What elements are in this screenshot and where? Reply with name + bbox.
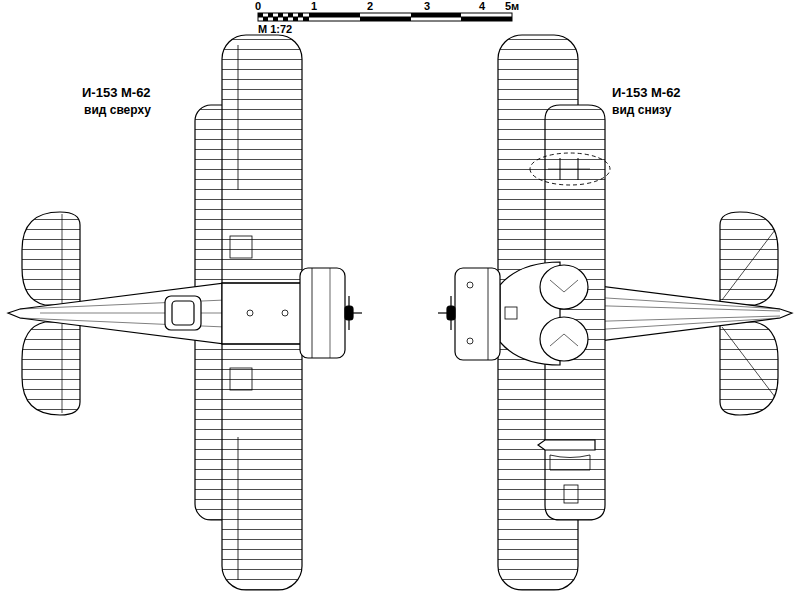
- scale-bar: [258, 13, 512, 21]
- scale-number: 3: [424, 0, 430, 12]
- view-title: И-153 М-62: [82, 86, 151, 100]
- scale-number: 0: [255, 0, 261, 12]
- top-view: [8, 35, 362, 590]
- bottom-view: [438, 35, 792, 590]
- scale-number: 4: [479, 0, 485, 12]
- scale-number: 2: [367, 0, 373, 12]
- scale-ratio: М 1:72: [258, 23, 292, 35]
- view-subtitle: вид сверху: [84, 104, 151, 117]
- view-title: И-153 М-62: [612, 86, 681, 100]
- view-subtitle: вид снизу: [612, 104, 671, 117]
- scale-number: 1: [311, 0, 317, 12]
- scale-number: 5м: [505, 0, 519, 12]
